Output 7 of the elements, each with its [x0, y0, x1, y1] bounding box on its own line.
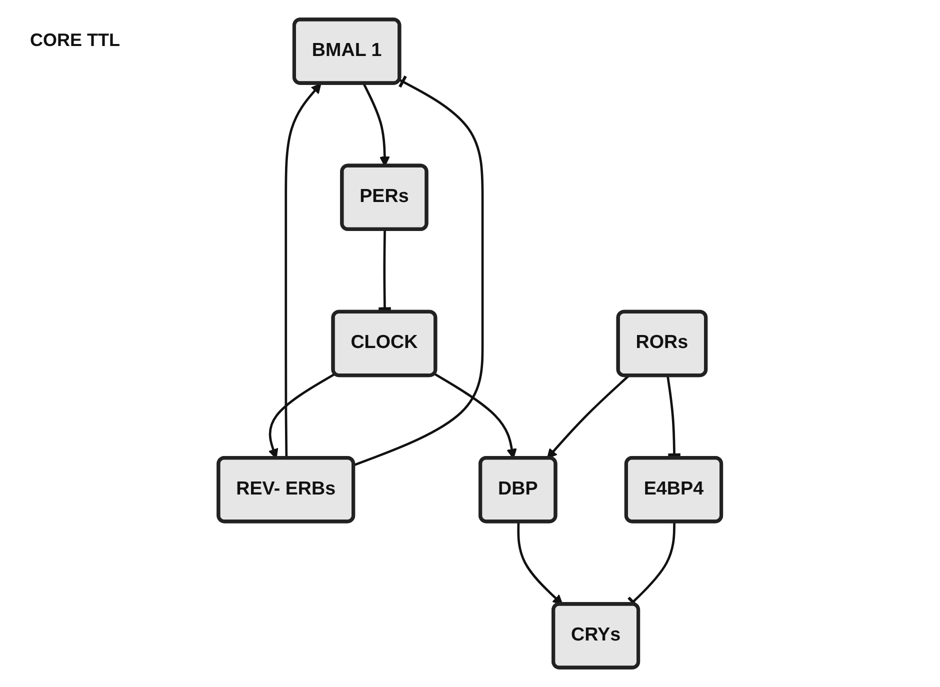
arrow [517, 522, 564, 605]
connector [377, 230, 392, 312]
arrow [284, 83, 322, 458]
connector [666, 376, 682, 458]
connector [354, 74, 484, 466]
diagram-label: CORE TTL [30, 30, 120, 51]
arrow [546, 375, 630, 459]
